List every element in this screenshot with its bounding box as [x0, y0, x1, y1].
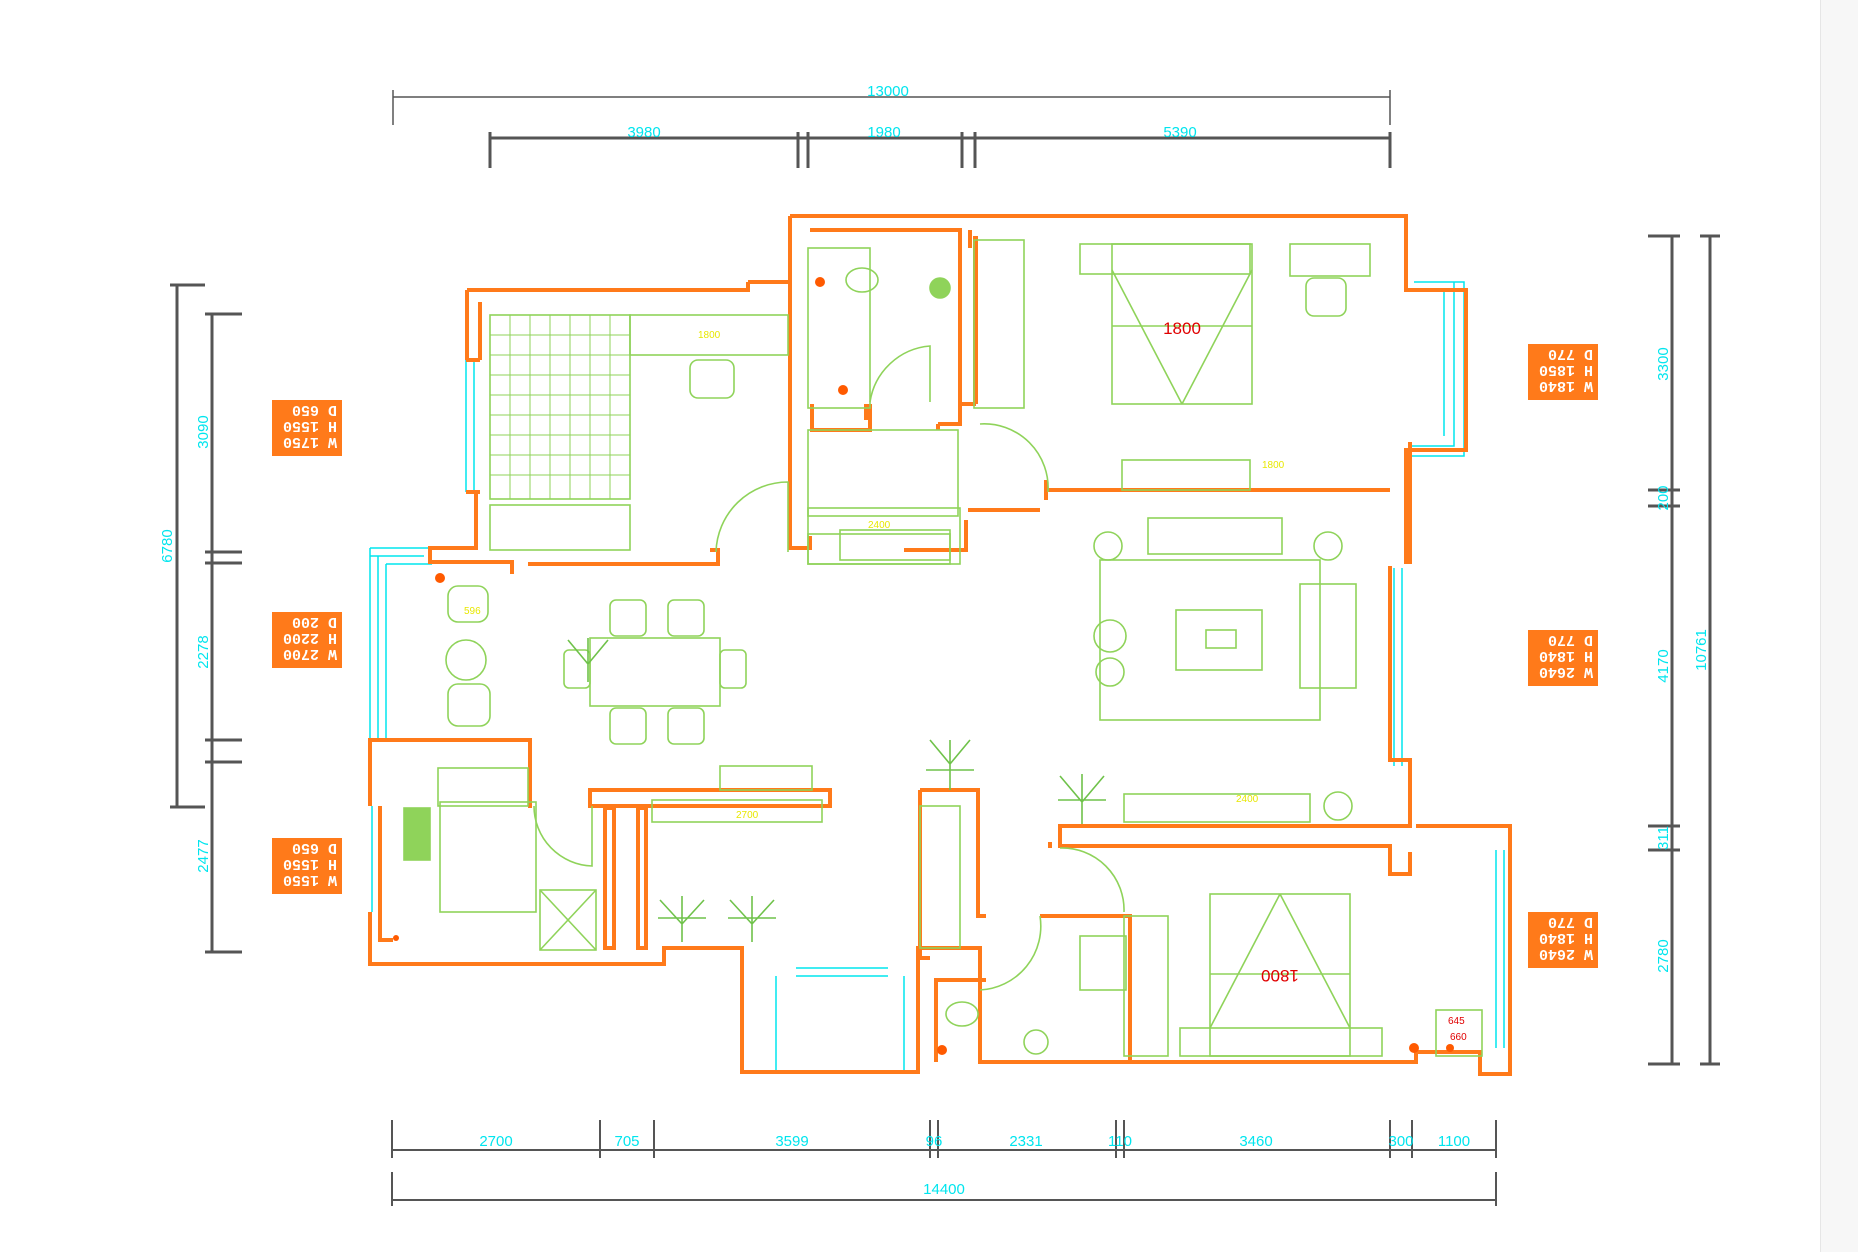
note-cabinet: 2400 [868, 520, 891, 531]
tag-left-2-h: H 2200 [283, 629, 337, 646]
tag-right-3-d: D 770 [1548, 913, 1593, 930]
dim-bottom-8: 300 [1388, 1133, 1413, 1150]
master-bed-size: 1800 [1163, 319, 1201, 338]
note-desk: 1800 [698, 330, 721, 341]
tag-left-2-d: D 200 [292, 613, 337, 630]
tag-left-1-d: D 650 [292, 401, 337, 418]
dim-right-overall: 10761 [1693, 629, 1710, 671]
dim-bottom-7: 3460 [1239, 1133, 1272, 1150]
dim-left-1: 3090 [195, 415, 212, 448]
note-chair: 596 [464, 606, 481, 617]
dim-left-3: 2477 [195, 839, 212, 872]
tag-right-1-h: H 1850 [1539, 361, 1593, 378]
windows [369, 281, 1505, 1072]
tag-right-2-d: D 770 [1548, 631, 1593, 648]
tag-left-1-h: H 1550 [283, 417, 337, 434]
tag-left-1-w: W 1750 [283, 433, 337, 450]
furniture [403, 239, 1483, 1057]
window-tag-left-1: W 1750 H 1550 D 650 [272, 400, 342, 456]
tag-right-1-w: W 1840 [1539, 377, 1593, 394]
window-tag-right-3: W 2640 H 1840 D 770 [1528, 912, 1598, 968]
note-tv: 1800 [1262, 460, 1285, 471]
dim-bottom-2: 705 [614, 1133, 639, 1150]
dim-right-1: 3300 [1655, 347, 1672, 380]
tag-right-3-w: W 2640 [1539, 945, 1593, 962]
tag-right-1-d: D 770 [1548, 345, 1593, 362]
tag-right-2-h: H 1840 [1539, 647, 1593, 664]
window-tags-right: W 1840 H 1850 D 770 W 2640 H 1840 D 770 … [1528, 344, 1598, 968]
dim-bottom-4: 96 [926, 1133, 943, 1150]
tag-left-3-h: H 1550 [283, 855, 337, 872]
dimension-lines [170, 90, 1720, 1206]
right-scroll-strip [1820, 0, 1858, 1252]
note-tv-cabinet: 2400 [1236, 794, 1259, 805]
walls [368, 214, 1512, 1076]
dim-bottom-1: 2700 [479, 1133, 512, 1150]
tag-left-3-w: W 1550 [283, 871, 337, 888]
note-counter: 2700 [736, 810, 759, 821]
dim-left-overall: 6780 [159, 529, 176, 562]
dim-top-2: 1980 [867, 124, 900, 141]
dim-bottom-5: 2331 [1009, 1133, 1042, 1150]
dim-bottom-3: 3599 [775, 1133, 808, 1150]
dim-right-3: 4170 [1655, 649, 1672, 682]
window-tags-left: W 1750 H 1550 D 650 W 2700 H 2200 D 200 … [272, 400, 342, 894]
fridge-width: 645 [1448, 1016, 1465, 1027]
window-tag-right-2: W 2640 H 1840 D 770 [1528, 630, 1598, 686]
dim-bottom-6: 110 [1108, 1133, 1132, 1150]
dim-right-2: 200 [1655, 485, 1672, 510]
window-tag-left-3: W 1550 H 1550 D 650 [272, 838, 342, 894]
second-bed-size: 1800 [1261, 966, 1299, 985]
dim-top-1: 3980 [627, 124, 660, 141]
accent-dots [393, 277, 1454, 1055]
furniture-notes: 1800 2400 1800 2400 596 2700 [464, 330, 1285, 821]
fridge-depth: 660 [1450, 1032, 1467, 1043]
plants [567, 638, 1106, 942]
dim-right-4: 311 [1655, 826, 1672, 850]
tag-right-3-h: H 1840 [1539, 929, 1593, 946]
dim-top-overall: 13000 [867, 83, 909, 100]
tag-right-2-w: W 2640 [1539, 663, 1593, 680]
window-tag-right-1: W 1840 H 1850 D 770 [1528, 344, 1598, 400]
tag-left-2-w: W 2700 [283, 645, 337, 662]
tag-left-3-d: D 650 [292, 839, 337, 856]
dim-left-2: 2278 [195, 635, 212, 668]
dim-bottom-overall: 14400 [923, 1181, 965, 1198]
window-tag-left-2: W 2700 H 2200 D 200 [272, 612, 342, 668]
dim-bottom-9: 1100 [1438, 1133, 1470, 1150]
dim-right-5: 2780 [1655, 939, 1672, 972]
doors [533, 345, 1125, 991]
dim-top-3: 5390 [1163, 124, 1196, 141]
